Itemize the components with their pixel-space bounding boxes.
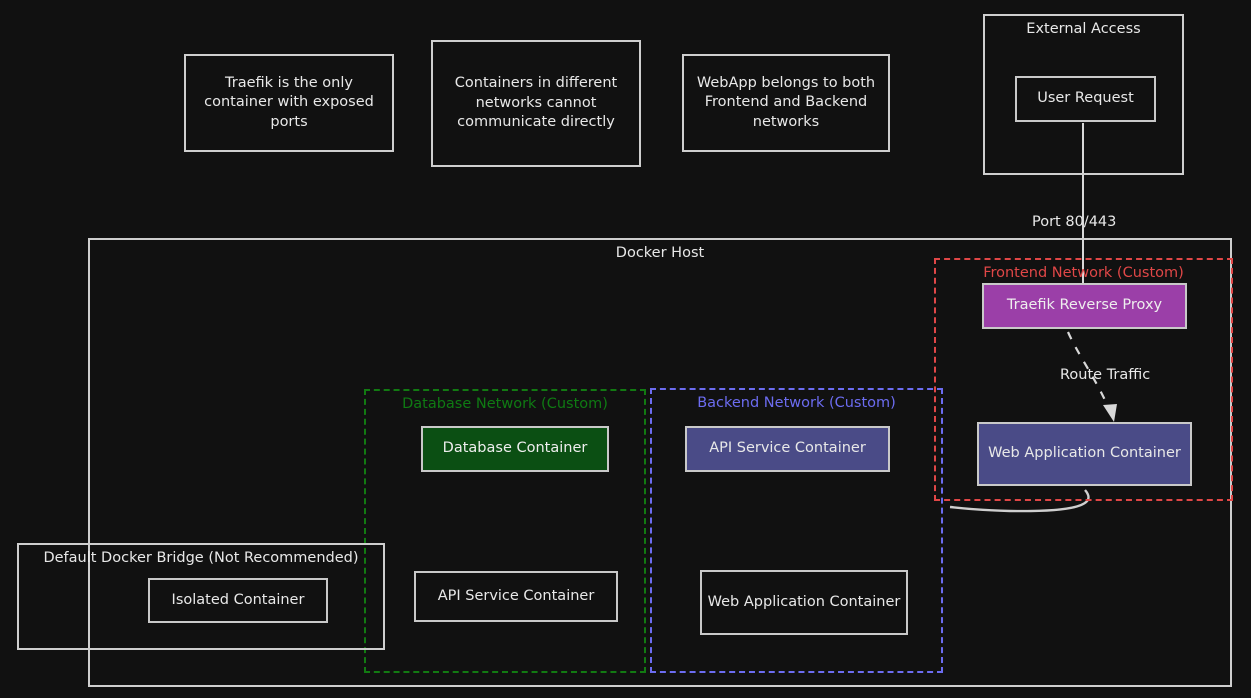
subgraph-frontend-network: Frontend Network (Custom) Traefik Revers…	[934, 258, 1233, 501]
subgraph-external-access: External Access User Request	[983, 14, 1184, 175]
node-isolated-container[interactable]: Isolated Container	[148, 578, 328, 623]
subgraph-docker-host-label: Docker Host	[615, 245, 705, 261]
subgraph-external-access-label: External Access	[1026, 21, 1141, 37]
node-traefik-reverse-proxy[interactable]: Traefik Reverse Proxy	[982, 283, 1187, 329]
subgraph-default-docker-bridge: Default Docker Bridge (Not Recommended) …	[17, 543, 385, 650]
edge-label-route-traffic: Route Traffic	[1060, 367, 1151, 383]
subgraph-backend-network-label: Backend Network (Custom)	[697, 395, 896, 411]
subgraph-database-network: Database Network (Custom) Database Conta…	[364, 389, 646, 673]
edge-label-port-80-443: Port 80/443	[1032, 214, 1117, 230]
note-webapp-dual-network: WebApp belongs to both Frontend and Back…	[682, 54, 890, 152]
note-network-isolation: Containers in different networks cannot …	[431, 40, 641, 167]
subgraph-frontend-network-label: Frontend Network (Custom)	[983, 265, 1184, 281]
node-database-container[interactable]: Database Container	[421, 426, 609, 472]
subgraph-default-docker-bridge-label: Default Docker Bridge (Not Recommended)	[43, 550, 359, 566]
node-web-application-container-frontend[interactable]: Web Application Container	[977, 422, 1192, 486]
subgraph-backend-network: Backend Network (Custom) API Service Con…	[650, 388, 943, 673]
node-web-application-container-backend-ghost[interactable]: Web Application Container	[700, 570, 908, 635]
subgraph-database-network-label: Database Network (Custom)	[402, 396, 608, 412]
node-api-service-container-backend[interactable]: API Service Container	[685, 426, 890, 472]
node-user-request[interactable]: User Request	[1015, 76, 1156, 122]
node-api-service-container-database-ghost[interactable]: API Service Container	[414, 571, 618, 622]
note-traefik-exposed-ports: Traefik is the only container with expos…	[184, 54, 394, 152]
